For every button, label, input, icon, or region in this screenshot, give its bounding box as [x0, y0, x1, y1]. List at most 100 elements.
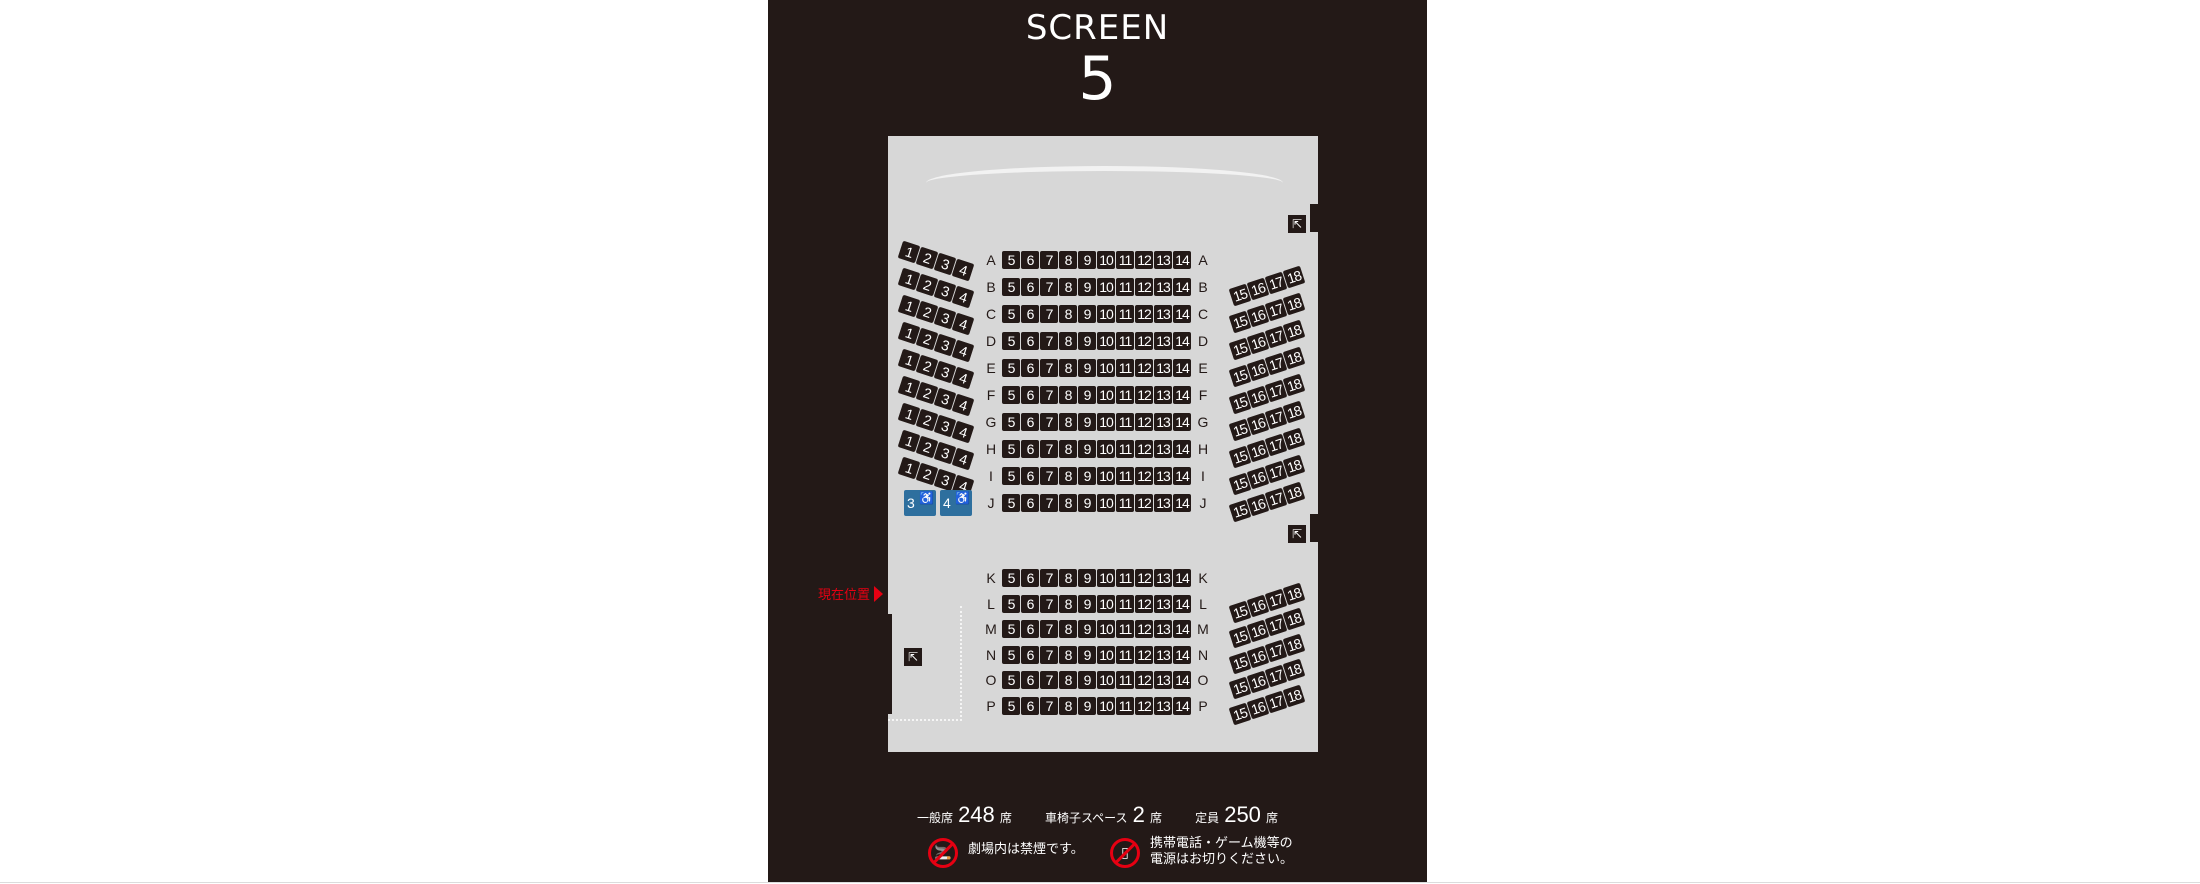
seat[interactable]: 14	[1173, 251, 1191, 269]
seat[interactable]: 11	[1116, 467, 1134, 485]
seat[interactable]: 4	[951, 312, 975, 336]
seat[interactable]: 6	[1021, 305, 1039, 323]
seat[interactable]: 13	[1154, 569, 1172, 587]
seat[interactable]: 11	[1116, 645, 1134, 664]
seat[interactable]: 13	[1154, 332, 1172, 350]
seat[interactable]: 11	[1116, 251, 1134, 269]
seat[interactable]: 11	[1116, 671, 1134, 689]
seat[interactable]: 6	[1021, 359, 1039, 377]
seat[interactable]: 6	[1021, 569, 1039, 587]
seat[interactable]: 6	[1021, 332, 1039, 350]
seat[interactable]: 11	[1116, 569, 1134, 587]
seat[interactable]: 12	[1135, 386, 1153, 404]
seat[interactable]: 13	[1154, 594, 1172, 613]
seat[interactable]: 11	[1116, 413, 1134, 431]
seat[interactable]: 13	[1154, 305, 1172, 323]
seat[interactable]: 7	[1040, 413, 1058, 431]
seat[interactable]: 8	[1059, 332, 1077, 350]
seat[interactable]: 14	[1173, 569, 1191, 587]
seat[interactable]: 11	[1116, 386, 1134, 404]
seat[interactable]: 7	[1040, 645, 1058, 664]
seat[interactable]: 6	[1021, 620, 1039, 638]
seat[interactable]: 10	[1097, 620, 1115, 638]
seat[interactable]: 13	[1154, 251, 1172, 269]
seat[interactable]: 10	[1097, 569, 1115, 587]
seat[interactable]: 7	[1040, 620, 1058, 638]
seat[interactable]: 13	[1154, 359, 1172, 377]
seat[interactable]: 5	[1002, 696, 1020, 715]
seat[interactable]: 10	[1097, 440, 1115, 458]
seat[interactable]: 5	[1002, 671, 1020, 689]
seat[interactable]: 9	[1078, 359, 1096, 377]
seat[interactable]: 5	[1002, 251, 1020, 269]
seat[interactable]: 8	[1059, 386, 1077, 404]
seat[interactable]: 12	[1135, 696, 1153, 715]
seat[interactable]: 4	[951, 285, 975, 309]
seat[interactable]: 13	[1154, 278, 1172, 296]
seat[interactable]: 14	[1173, 467, 1191, 485]
seat[interactable]: 14	[1173, 359, 1191, 377]
seat[interactable]: 12	[1135, 494, 1153, 512]
seat[interactable]: 8	[1059, 594, 1077, 613]
seat[interactable]: 8	[1059, 359, 1077, 377]
seat[interactable]: 7	[1040, 251, 1058, 269]
seat[interactable]: 9	[1078, 332, 1096, 350]
seat[interactable]: 10	[1097, 671, 1115, 689]
seat[interactable]: 4	[951, 339, 975, 363]
seat[interactable]: 6	[1021, 494, 1039, 512]
seat[interactable]: 8	[1059, 645, 1077, 664]
seat[interactable]: 5	[1002, 645, 1020, 664]
wheelchair-seat[interactable]: 3♿	[904, 490, 936, 516]
seat[interactable]: 9	[1078, 413, 1096, 431]
seat[interactable]: 6	[1021, 413, 1039, 431]
seat[interactable]: 5	[1002, 620, 1020, 638]
seat[interactable]: 8	[1059, 671, 1077, 689]
seat[interactable]: 12	[1135, 645, 1153, 664]
seat[interactable]: 7	[1040, 278, 1058, 296]
seat[interactable]: 14	[1173, 620, 1191, 638]
seat[interactable]: 12	[1135, 594, 1153, 613]
seat[interactable]: 5	[1002, 413, 1020, 431]
seat[interactable]: 10	[1097, 386, 1115, 404]
seat[interactable]: 9	[1078, 305, 1096, 323]
seat[interactable]: 9	[1078, 386, 1096, 404]
seat[interactable]: 4	[951, 258, 975, 282]
seat[interactable]: 12	[1135, 440, 1153, 458]
seat[interactable]: 18	[1282, 633, 1306, 656]
seat[interactable]: 9	[1078, 278, 1096, 296]
seat[interactable]: 4	[951, 366, 975, 390]
seat[interactable]: 4	[951, 393, 975, 417]
seat[interactable]: 14	[1173, 278, 1191, 296]
seat[interactable]: 8	[1059, 620, 1077, 638]
seat[interactable]: 7	[1040, 594, 1058, 613]
seat[interactable]: 11	[1116, 332, 1134, 350]
seat[interactable]: 8	[1059, 569, 1077, 587]
seat[interactable]: 10	[1097, 594, 1115, 613]
seat[interactable]: 10	[1097, 332, 1115, 350]
seat[interactable]: 13	[1154, 620, 1172, 638]
seat[interactable]: 13	[1154, 645, 1172, 664]
seat[interactable]: 9	[1078, 620, 1096, 638]
seat[interactable]: 5	[1002, 278, 1020, 296]
seat[interactable]: 10	[1097, 359, 1115, 377]
seat[interactable]: 9	[1078, 440, 1096, 458]
seat[interactable]: 9	[1078, 696, 1096, 715]
seat[interactable]: 14	[1173, 645, 1191, 664]
seat[interactable]: 12	[1135, 620, 1153, 638]
seat[interactable]: 13	[1154, 440, 1172, 458]
seat[interactable]: 5	[1002, 440, 1020, 458]
seat[interactable]: 13	[1154, 494, 1172, 512]
seat[interactable]: 9	[1078, 251, 1096, 269]
seat[interactable]: 14	[1173, 305, 1191, 323]
seat[interactable]: 12	[1135, 278, 1153, 296]
seat[interactable]: 10	[1097, 696, 1115, 715]
seat[interactable]: 11	[1116, 278, 1134, 296]
seat[interactable]: 12	[1135, 671, 1153, 689]
seat[interactable]: 5	[1002, 359, 1020, 377]
seat[interactable]: 9	[1078, 594, 1096, 613]
seat[interactable]: 18	[1282, 582, 1306, 605]
seat[interactable]: 7	[1040, 494, 1058, 512]
seat[interactable]: 11	[1116, 494, 1134, 512]
seat[interactable]: 8	[1059, 440, 1077, 458]
seat[interactable]: 7	[1040, 386, 1058, 404]
